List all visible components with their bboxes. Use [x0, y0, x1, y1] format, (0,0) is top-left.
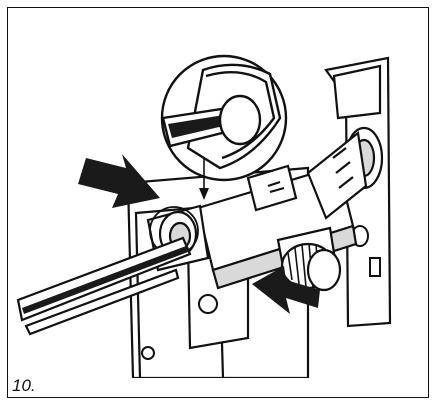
arrow-right-icon: [78, 154, 160, 208]
knurled-knob: [276, 226, 342, 295]
arrow-left-icon: [252, 266, 320, 314]
union-nut: [306, 126, 384, 220]
installation-illustration: [16, 54, 392, 378]
step-number: 10.: [12, 376, 36, 395]
magnified-detail-icon: [160, 54, 288, 200]
figure-frame: 10.: [7, 7, 429, 398]
screwdriver-icon: [16, 236, 192, 336]
